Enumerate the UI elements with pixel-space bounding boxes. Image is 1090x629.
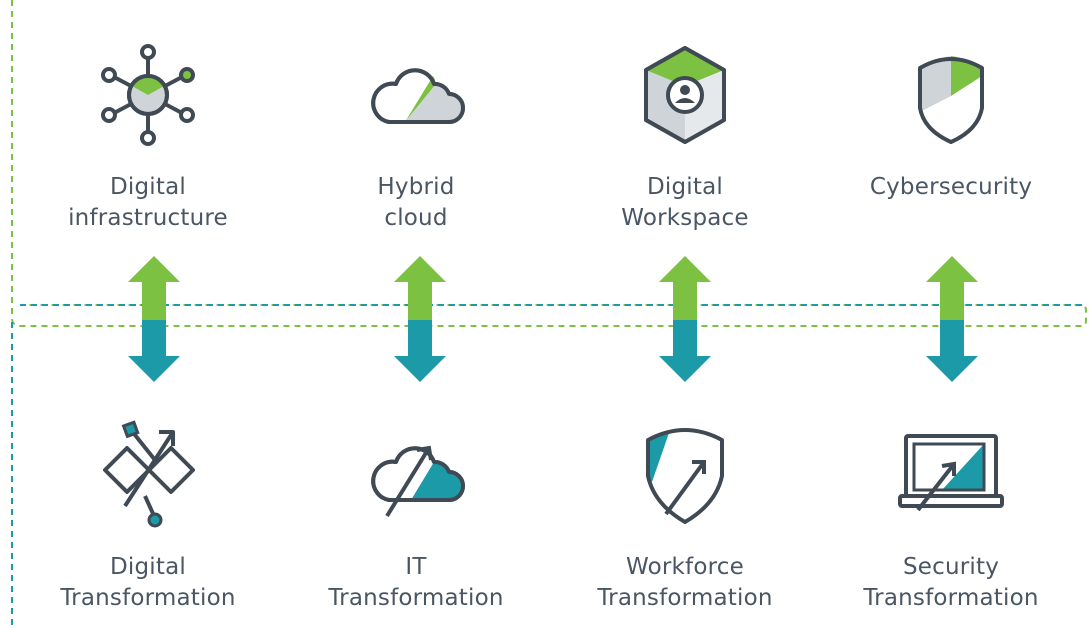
top-label: Cybersecurity <box>869 174 1033 200</box>
security-transformation-icon <box>898 434 1004 512</box>
digital-transformation-icon <box>103 420 195 528</box>
cybersecurity-icon <box>918 56 984 144</box>
double-arrow <box>394 256 446 382</box>
double-arrow <box>128 256 180 382</box>
top-item-cybersecurity: Cybersecurity <box>821 40 1081 203</box>
digital-workspace-icon <box>644 46 726 144</box>
workforce-transformation-icon <box>646 428 724 524</box>
digital-infrastructure-icon <box>101 44 195 146</box>
double-arrow <box>659 256 711 382</box>
green-dashed-guide <box>11 0 1087 327</box>
it-transformation-icon <box>371 445 465 518</box>
double-arrow <box>926 256 978 382</box>
teal-dashed-guide <box>11 304 1082 629</box>
hybrid-cloud-icon <box>371 68 465 124</box>
